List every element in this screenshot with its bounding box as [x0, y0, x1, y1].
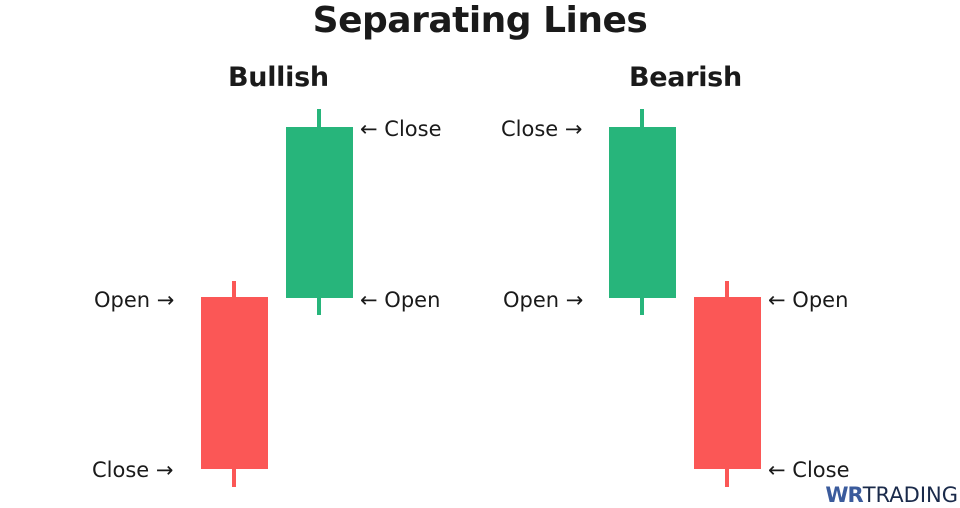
bullish-open-upper-annotation: ← Open — [360, 290, 440, 311]
arrow-right-icon: → — [564, 117, 583, 141]
arrow-right-icon: → — [565, 288, 584, 312]
wr-trading-logo: WRTRADING — [825, 485, 958, 506]
arrow-left-icon: ← — [768, 288, 786, 312]
bearish-close-right-label: Close — [792, 458, 850, 482]
bearish-close-right-annotation: ← Close — [768, 460, 850, 481]
bullish-close-left-label: Close — [92, 458, 150, 482]
bearish-close-upper-annotation: Close → — [501, 119, 583, 140]
bearish-open-upper-label: Open — [503, 288, 560, 312]
diagram-title: Separating Lines — [312, 0, 648, 41]
bearish-open-upper-annotation: Open → — [503, 290, 583, 311]
bullish-red-candle-body — [201, 297, 268, 469]
bearish-red-candle-body — [694, 297, 761, 469]
bullish-close-left-annotation: Close → — [92, 460, 174, 481]
arrow-left-icon: ← — [360, 288, 378, 312]
bullish-green-candle-body — [286, 127, 353, 298]
arrow-left-icon: ← — [360, 117, 378, 141]
bullish-open-left-annotation: Open → — [94, 290, 174, 311]
bullish-close-upper-label: Close — [384, 117, 442, 141]
bearish-green-candle-body — [609, 127, 676, 298]
bearish-heading: Bearish — [629, 62, 742, 93]
arrow-right-icon: → — [155, 458, 174, 482]
bearish-close-upper-label: Close — [501, 117, 559, 141]
bullish-open-left-label: Open — [94, 288, 151, 312]
bullish-close-upper-annotation: ← Close — [360, 119, 442, 140]
arrow-left-icon: ← — [768, 458, 786, 482]
logo-wr: WR — [825, 483, 863, 507]
logo-trading: TRADING — [862, 483, 958, 507]
bullish-open-upper-label: Open — [384, 288, 441, 312]
bullish-heading: Bullish — [228, 62, 329, 93]
bearish-open-right-annotation: ← Open — [768, 290, 848, 311]
arrow-right-icon: → — [156, 288, 175, 312]
bearish-open-right-label: Open — [792, 288, 849, 312]
